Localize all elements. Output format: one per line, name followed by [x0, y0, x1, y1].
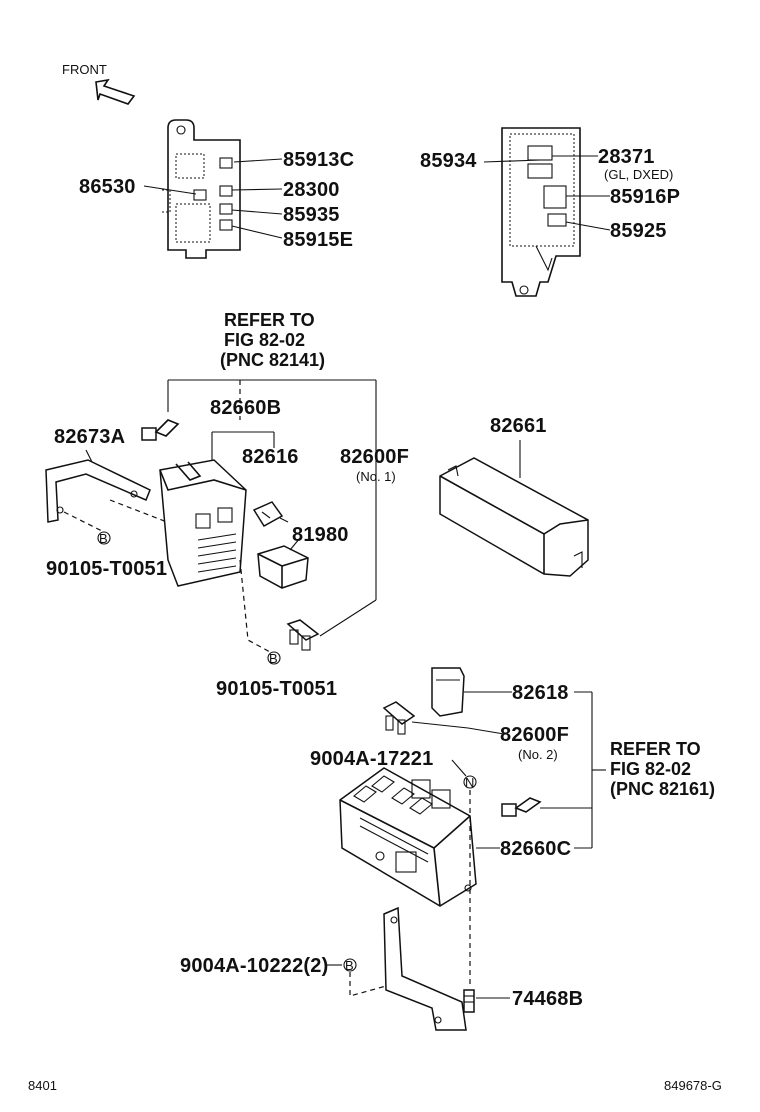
part-28300: 28300 [283, 179, 340, 201]
junction-block-left [162, 119, 241, 259]
part-82600f-no2-note: (No. 2) [518, 747, 558, 762]
fuse-82618 [431, 667, 465, 717]
part-90105-left: 90105-T0051 [46, 558, 167, 580]
part-86530: 86530 [79, 176, 136, 198]
part-85913c: 85913C [283, 149, 354, 171]
relay-82616 [252, 501, 284, 528]
part-82600f-no1: 82600F [340, 446, 409, 468]
bracket-lower [383, 906, 467, 1031]
connector-plug-2 [501, 797, 542, 817]
part-85934: 85934 [420, 150, 477, 172]
mark-n: N [465, 775, 474, 790]
part-85915e: 85915E [283, 229, 353, 251]
relay-81980 [257, 545, 309, 589]
part-82661: 82661 [490, 415, 547, 437]
part-82600f-no2: 82600F [500, 724, 569, 746]
refer-2-line1: REFER TO [610, 739, 701, 759]
refer-2-line2: FIG 82-02 [610, 759, 691, 779]
part-82618: 82618 [512, 682, 569, 704]
part-28371-note: (GL, DXED) [604, 167, 673, 182]
footer-left: 8401 [28, 1078, 57, 1093]
part-82673a: 82673A [54, 426, 125, 448]
part-85916p: 85916P [610, 186, 680, 208]
part-9004a-17221: 9004A-17221 [310, 748, 433, 770]
part-82660b: 82660B [210, 397, 281, 419]
relay-block-82660c [339, 767, 477, 907]
refer-1-line3: (PNC 82141) [220, 350, 325, 370]
bracket-82673a [45, 459, 151, 523]
relay-block-82660b [159, 459, 247, 587]
part-85935: 85935 [283, 204, 340, 226]
part-82600f-no1-note: (No. 1) [356, 469, 396, 484]
junction-block-right [501, 127, 581, 297]
front-arrow-icon [95, 78, 136, 105]
mark-b-mid: B [269, 651, 278, 666]
part-90105-mid: 90105-T0051 [216, 678, 337, 700]
part-81980: 81980 [292, 524, 349, 546]
part-9004a-10222: 9004A-10222(2) [180, 955, 328, 977]
refer-1-line1: REFER TO [224, 310, 315, 330]
fuse-82600f-no2 [382, 701, 416, 735]
front-label: FRONT [62, 62, 107, 77]
bolt-74468b [463, 989, 475, 1013]
footer-right: 849678-G [664, 1078, 722, 1093]
mark-b-lower: B [345, 958, 354, 973]
refer-1-line2: FIG 82-02 [224, 330, 305, 350]
part-82616: 82616 [242, 446, 299, 468]
part-28371: 28371 [598, 146, 655, 168]
fuse-82600f-no1 [286, 619, 320, 651]
connector-plug [141, 419, 180, 441]
mark-b-left: B [99, 531, 108, 546]
part-85925: 85925 [610, 220, 667, 242]
part-74468b: 74468B [512, 988, 583, 1010]
part-82660c: 82660C [500, 838, 571, 860]
refer-2-line3: (PNC 82161) [610, 779, 715, 799]
cover-82661 [439, 457, 589, 577]
